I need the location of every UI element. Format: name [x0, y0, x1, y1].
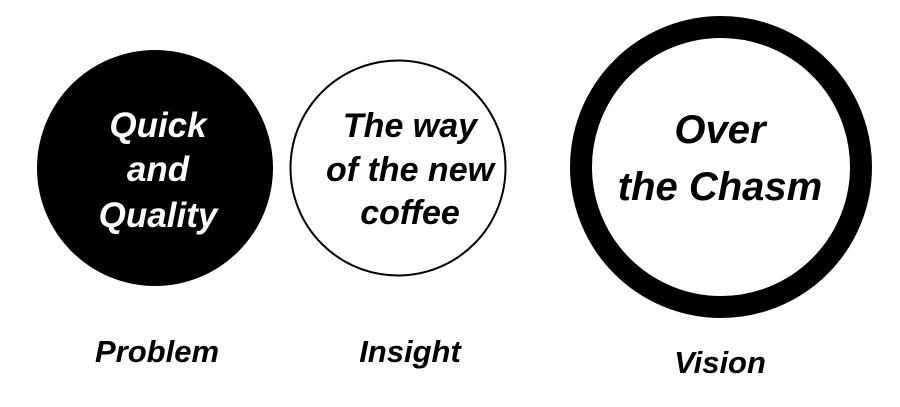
insight-line-3: coffee — [360, 194, 460, 232]
insight-line-2: of the new — [326, 151, 497, 189]
problem-circle — [37, 50, 273, 286]
vision-line-1: Over — [674, 108, 768, 152]
vision-caption: Vision — [674, 345, 766, 380]
vision-line-2: the Chasm — [618, 165, 823, 209]
problem-node: Quick and Quality Problem — [37, 50, 273, 369]
insight-caption: Insight — [359, 334, 462, 369]
insight-circle — [289, 59, 507, 277]
problem-line-1: Quick — [109, 106, 208, 145]
problem-caption: Problem — [95, 334, 219, 369]
insight-line-1: The way — [343, 107, 479, 145]
problem-line-3: Quality — [99, 196, 219, 235]
problem-line-2: and — [127, 150, 190, 189]
vision-circle — [570, 16, 872, 318]
insight-node: The way of the new coffee Insight — [289, 59, 507, 369]
vision-node: Over the Chasm Vision — [570, 16, 872, 380]
